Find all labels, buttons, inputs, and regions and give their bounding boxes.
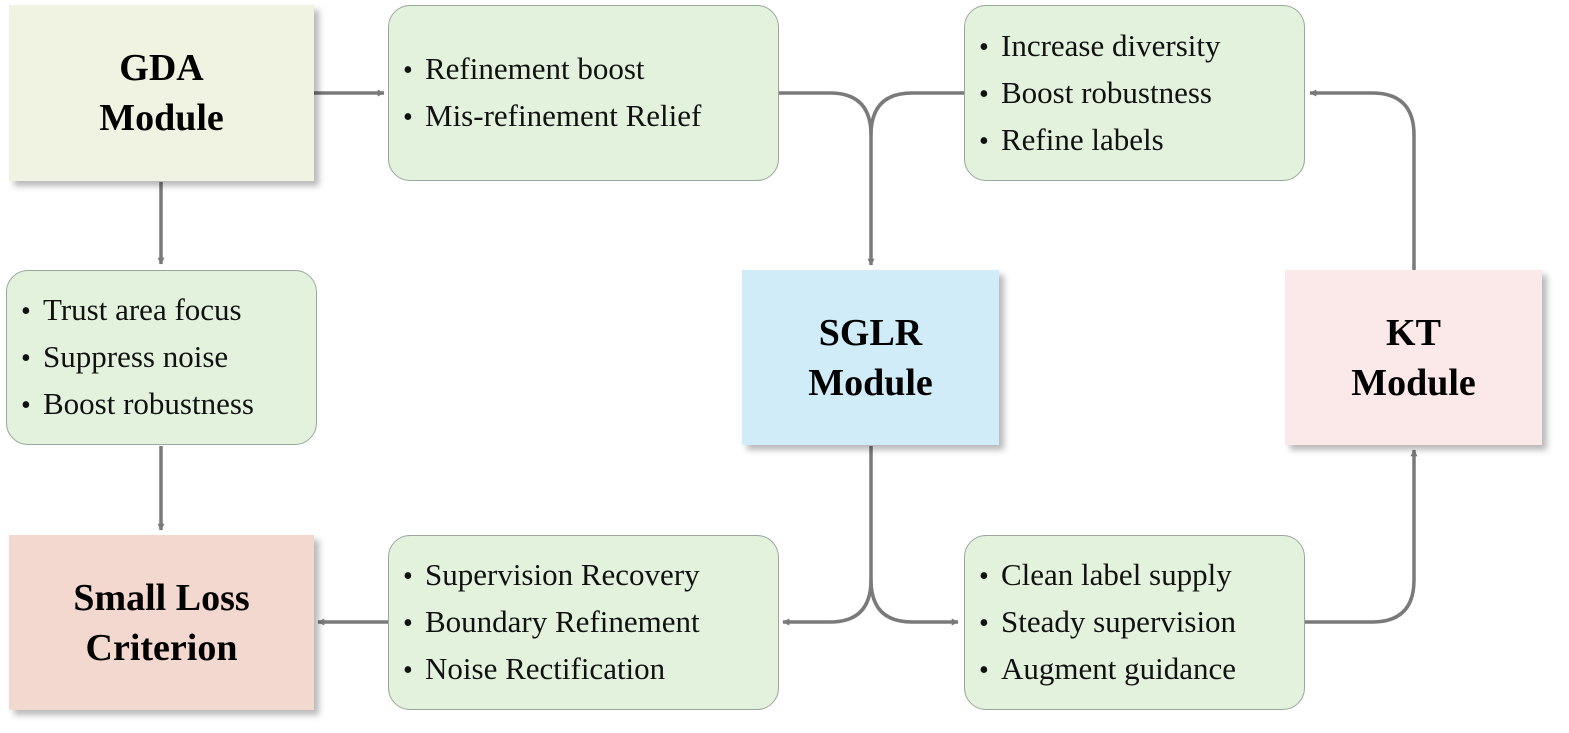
benefit-item: Supervision Recovery (403, 552, 700, 599)
benefit-item: Suppress noise (21, 334, 254, 381)
benefit-item: Boost robustness (979, 70, 1220, 117)
benefit-item: Mis-refinement Relief (403, 93, 701, 140)
benefit-item: Trust area focus (21, 287, 254, 334)
benefits-sglr-to-small-loss: Supervision Recovery Boundary Refinement… (388, 535, 779, 710)
kt-module: KT Module (1285, 270, 1542, 445)
sglr-module-line2: Module (808, 361, 933, 404)
sglr-module: SGLR Module (742, 270, 999, 445)
arrow-kt-up (1309, 89, 1416, 270)
arrow-merge-right (869, 91, 964, 136)
benefit-item: Increase diversity (979, 23, 1220, 70)
gda-module-line1: GDA (119, 47, 204, 89)
benefit-item: Noise Rectification (403, 646, 700, 693)
kt-module-line2: Module (1351, 361, 1476, 404)
benefit-item: Steady supervision (979, 599, 1236, 646)
arrow-to-kt (1305, 449, 1418, 624)
benefit-item: Boost robustness (21, 381, 254, 428)
small-loss-line1: Small Loss (73, 576, 250, 619)
benefit-item: Augment guidance (979, 646, 1236, 693)
benefit-item: Boundary Refinement (403, 599, 700, 646)
benefit-item: Refinement boost (403, 46, 701, 93)
arrow-split-right (869, 579, 959, 626)
benefit-item: Refine labels (979, 117, 1220, 164)
kt-module-line1: KT (1386, 311, 1441, 354)
small-loss-line2: Criterion (85, 626, 238, 669)
gda-module: GDA Module (9, 5, 314, 181)
arrow-split-left (782, 579, 873, 626)
benefit-item: Clean label supply (979, 552, 1236, 599)
arrow-merge-left (779, 91, 873, 136)
benefits-gda-to-sglr: Refinement boost Mis-refinement Relief (388, 5, 779, 181)
sglr-module-line1: SGLR (818, 311, 923, 354)
benefits-sglr-to-kt: Clean label supply Steady supervision Au… (964, 535, 1305, 710)
small-loss-criterion-module: Small Loss Criterion (9, 535, 314, 710)
benefits-gda-to-small-loss: Trust area focus Suppress noise Boost ro… (6, 270, 317, 445)
benefits-kt-to-sglr: Increase diversity Boost robustness Refi… (964, 5, 1305, 181)
gda-module-line2: Module (99, 97, 224, 139)
